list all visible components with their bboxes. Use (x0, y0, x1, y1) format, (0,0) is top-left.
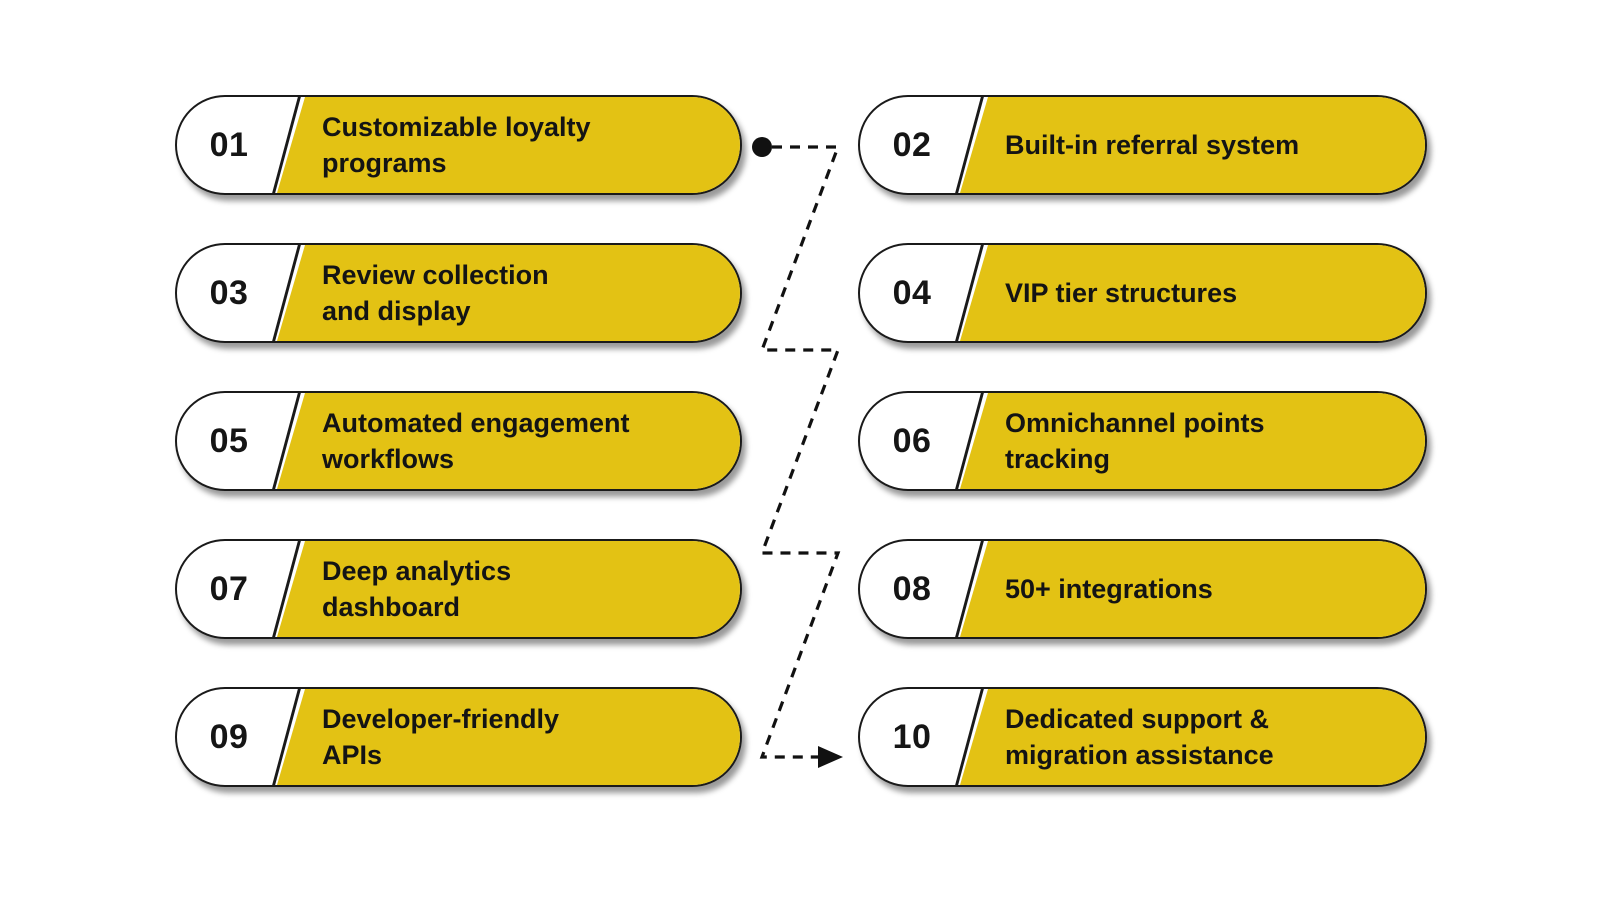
feature-pill-03: 03 Review collection and display (175, 243, 742, 343)
pill-number: 05 (209, 421, 249, 460)
connector-dashed-path (759, 145, 841, 759)
pill-number: 10 (892, 717, 932, 756)
pill-yellow-band (960, 245, 1425, 341)
pill-yellow-band (277, 541, 740, 637)
feature-pill-09: 09 Developer-friendly APIs (175, 687, 742, 787)
feature-pill-06: 06 Omnichannel points tracking (858, 391, 1427, 491)
pill-number: 07 (209, 569, 249, 608)
pill-number: 09 (209, 717, 249, 756)
pill-yellow-band (277, 689, 740, 785)
pill-yellow-band (277, 245, 740, 341)
pill-number: 04 (892, 273, 932, 312)
pill-yellow-band (960, 541, 1425, 637)
pill-label: Review collection and display (322, 260, 549, 326)
feature-pill-05: 05 Automated engagement workflows (175, 391, 742, 491)
pill-yellow-band (277, 97, 740, 193)
feature-pill-07: 07 Deep analytics dashboard (175, 539, 742, 639)
feature-pill-08: 08 50+ integrations (858, 539, 1427, 639)
pill-label: Automated engagement workflows (322, 408, 630, 474)
pill-yellow-band (960, 689, 1425, 785)
feature-pill-10: 10 Dedicated support & migration assista… (858, 687, 1427, 787)
pill-number: 06 (892, 421, 932, 460)
pill-number: 08 (892, 569, 932, 608)
pill-yellow-band (277, 393, 740, 489)
pill-label: Dedicated support & migration assistance (1005, 704, 1274, 770)
pill-label: Developer-friendly APIs (322, 704, 560, 770)
pill-yellow-band (960, 97, 1425, 193)
connector-start-dot (752, 137, 772, 157)
pill-label: Omnichannel points tracking (1005, 408, 1265, 474)
pill-label: VIP tier structures (1005, 278, 1238, 308)
feature-pill-04: 04 VIP tier structures (858, 243, 1427, 343)
pill-yellow-band (960, 393, 1425, 489)
pill-label: Built-in referral system (1005, 130, 1300, 160)
pill-number: 02 (892, 125, 932, 164)
pill-label: Deep analytics dashboard (322, 556, 512, 622)
pill-label: 50+ integrations (1005, 574, 1213, 604)
pill-number: 01 (209, 125, 249, 164)
pill-label: Customizable loyalty programs (322, 112, 591, 178)
connector-arrowhead (818, 746, 843, 768)
feature-pill-01: 01 Customizable loyalty programs (175, 95, 742, 195)
feature-pill-02: 02 Built-in referral system (858, 95, 1427, 195)
pill-number: 03 (209, 273, 249, 312)
